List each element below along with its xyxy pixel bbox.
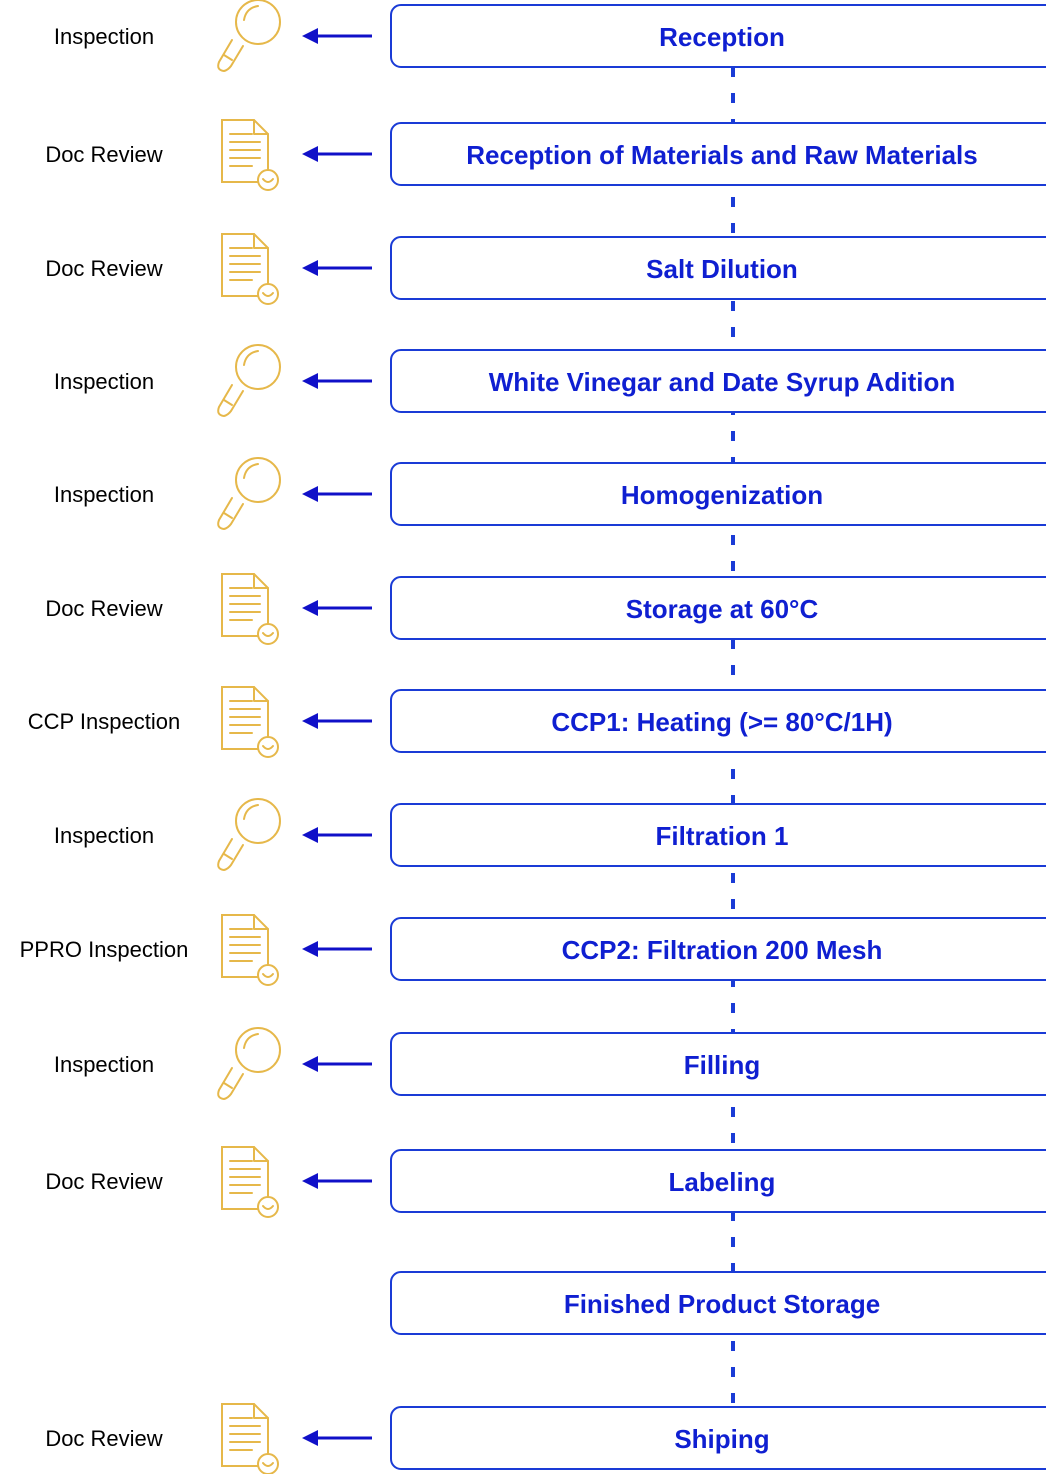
step-box (390, 1406, 1046, 1470)
step-box (390, 1271, 1046, 1335)
arrow-head (302, 1173, 318, 1189)
step-label: CCP2: Filtration 200 Mesh (562, 935, 883, 965)
magnifier-icon (217, 457, 281, 530)
flow-step: CCP1: Heating (>= 80°C/1H) CCP Inspection (28, 686, 1046, 758)
arrow-head (302, 1430, 318, 1446)
flow-step: Filtration 1 Inspection (54, 798, 1046, 871)
control-label: Doc Review (45, 1426, 162, 1451)
document-icon (221, 233, 279, 305)
step-box (390, 122, 1046, 186)
control-label: Inspection (54, 24, 154, 49)
step-label: White Vinegar and Date Syrup Adition (489, 367, 956, 397)
magnifier-icon (217, 344, 281, 417)
step-label: Salt Dilution (646, 254, 798, 284)
flow-step: Homogenization Inspection (54, 457, 1046, 530)
step-box (390, 917, 1046, 981)
step-label: Labeling (669, 1167, 776, 1197)
magnifier-icon (217, 1027, 281, 1100)
document-icon (221, 573, 279, 645)
step-box (390, 1032, 1046, 1096)
flow-step: Salt Dilution Doc Review (45, 233, 1046, 305)
flow-step: White Vinegar and Date Syrup Adition Insp… (54, 344, 1046, 417)
control-label: Inspection (54, 1052, 154, 1077)
flow-step: Reception of Materials and Raw Materials… (45, 119, 1046, 191)
step-box (390, 576, 1046, 640)
arrow-head (302, 827, 318, 843)
step-box (390, 1149, 1046, 1213)
step-box (390, 236, 1046, 300)
arrow-head (302, 941, 318, 957)
document-icon (221, 1403, 279, 1474)
control-label: Inspection (54, 369, 154, 394)
flow-step: Reception Inspection (54, 0, 1046, 72)
document-icon (221, 119, 279, 191)
arrow-head (302, 713, 318, 729)
step-box (390, 803, 1046, 867)
step-label: Filling (684, 1050, 761, 1080)
arrow-head (302, 260, 318, 276)
control-label: Doc Review (45, 596, 162, 621)
document-icon (221, 1146, 279, 1218)
step-label: Shiping (674, 1424, 769, 1454)
arrow-head (302, 373, 318, 389)
control-label: Doc Review (45, 256, 162, 281)
step-box (390, 689, 1046, 753)
control-label: Doc Review (45, 142, 162, 167)
step-label: CCP1: Heating (>= 80°C/1H) (551, 707, 892, 737)
control-label: CCP Inspection (28, 709, 180, 734)
control-label: Inspection (54, 823, 154, 848)
step-label: Reception of Materials and Raw Materials (466, 140, 977, 170)
step-label: Finished Product Storage (564, 1289, 880, 1319)
flow-step: CCP2: Filtration 200 Mesh PPRO Inspection (20, 914, 1046, 986)
arrow-head (302, 146, 318, 162)
document-icon (221, 686, 279, 758)
flow-step: Shiping Doc Review (45, 1403, 1046, 1474)
flow-step: Storage at 60°C Doc Review (45, 573, 1046, 645)
step-box (390, 4, 1046, 68)
flow-step: Filling Inspection (54, 1027, 1046, 1100)
control-label: Doc Review (45, 1169, 162, 1194)
arrow-head (302, 28, 318, 44)
step-label: Reception (659, 22, 785, 52)
flow-step: Finished Product Storage (390, 1271, 1046, 1335)
document-icon (221, 914, 279, 986)
flow-step: Labeling Doc Review (45, 1146, 1046, 1218)
control-label: Inspection (54, 482, 154, 507)
step-box (390, 349, 1046, 413)
step-label: Filtration 1 (656, 821, 789, 851)
control-label: PPRO Inspection (20, 937, 189, 962)
magnifier-icon (217, 798, 281, 871)
arrow-head (302, 1056, 318, 1072)
step-label: Storage at 60°C (626, 594, 819, 624)
arrow-head (302, 600, 318, 616)
arrow-head (302, 486, 318, 502)
step-box (390, 462, 1046, 526)
magnifier-icon (217, 0, 281, 72)
step-label: Homogenization (621, 480, 823, 510)
